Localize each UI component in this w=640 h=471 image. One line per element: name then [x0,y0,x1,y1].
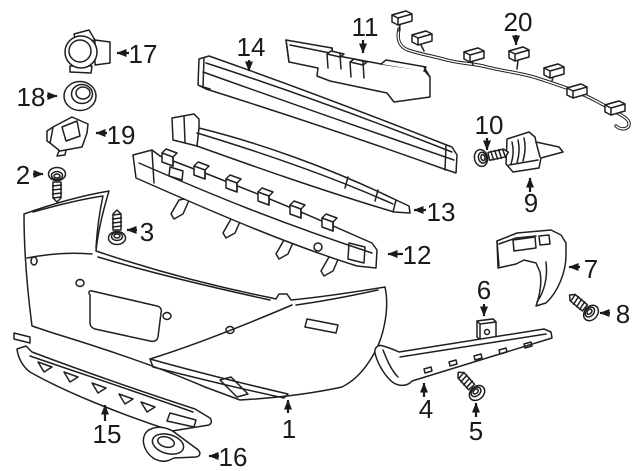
part-4-lower-molding [374,328,553,387]
callout-4[interactable]: 4 [419,382,433,424]
part-9-side-bracket [505,131,564,173]
callout-label[interactable]: 16 [219,442,248,471]
part-18-sensor-ring [63,80,97,112]
callout-16[interactable]: 16 [208,442,248,471]
part-6-clip-nut [476,318,497,341]
callout-18[interactable]: 18 [17,82,58,112]
callout-label[interactable]: 10 [475,110,504,140]
callout-5[interactable]: 5 [469,402,483,446]
part-10-screw [472,143,511,169]
part-1-bumper-cover [13,190,388,401]
callout-19[interactable]: 19 [95,120,136,150]
part-2-screw [47,166,67,203]
callout-9[interactable]: 9 [524,177,538,218]
callout-label[interactable]: 6 [477,275,491,305]
part-19-sensor-bracket [46,116,89,157]
callout-3[interactable]: 3 [126,217,154,247]
callout-17[interactable]: 17 [116,39,158,69]
part-15-lower-valance [16,345,213,432]
callout-label[interactable]: 5 [469,416,483,446]
part-12-lower-energy-absorber [132,148,378,277]
callout-1[interactable]: 1 [282,399,296,444]
callout-12[interactable]: 12 [387,240,432,270]
callout-2[interactable]: 2 [16,160,44,190]
callout-6[interactable]: 6 [477,275,491,317]
callout-label[interactable]: 19 [107,120,136,150]
callout-11[interactable]: 11 [352,12,379,54]
callout-label[interactable]: 8 [616,299,630,329]
callout-13[interactable]: 13 [413,197,456,227]
callout-label[interactable]: 1 [282,414,296,444]
part-7-side-support-bracket [496,229,567,307]
callout-8[interactable]: 8 [599,299,630,329]
callout-label[interactable]: 2 [16,160,30,190]
callout-label[interactable]: 20 [504,7,533,37]
callout-7[interactable]: 7 [568,254,598,284]
callout-label[interactable]: 7 [584,254,598,284]
part-17-park-sensor [64,29,111,74]
callout-label[interactable]: 4 [419,394,433,424]
callout-15[interactable]: 15 [93,404,122,449]
callout-20[interactable]: 20 [504,7,533,46]
part-8-bolt [563,287,603,325]
part-20-wiring-harness [391,10,631,131]
part-3-screw [107,209,127,246]
callout-label[interactable]: 18 [17,82,46,112]
callout-label[interactable]: 17 [129,39,158,69]
callout-label[interactable]: 11 [352,12,379,42]
part-11-upper-energy-absorber [285,39,431,103]
callout-label[interactable]: 3 [140,217,154,247]
part-13-upper-rail-strip [171,113,411,214]
callout-label[interactable]: 13 [427,197,456,227]
callout-label[interactable]: 15 [93,419,122,449]
part-5-screw [451,365,489,405]
callout-label[interactable]: 14 [237,32,266,62]
callout-10[interactable]: 10 [475,110,504,151]
part-14-impact-bar [197,55,458,174]
part-16-exhaust-bezel [142,426,201,462]
callout-label[interactable]: 9 [524,188,538,218]
callout-label[interactable]: 12 [403,240,432,270]
callout-14[interactable]: 14 [237,32,266,72]
